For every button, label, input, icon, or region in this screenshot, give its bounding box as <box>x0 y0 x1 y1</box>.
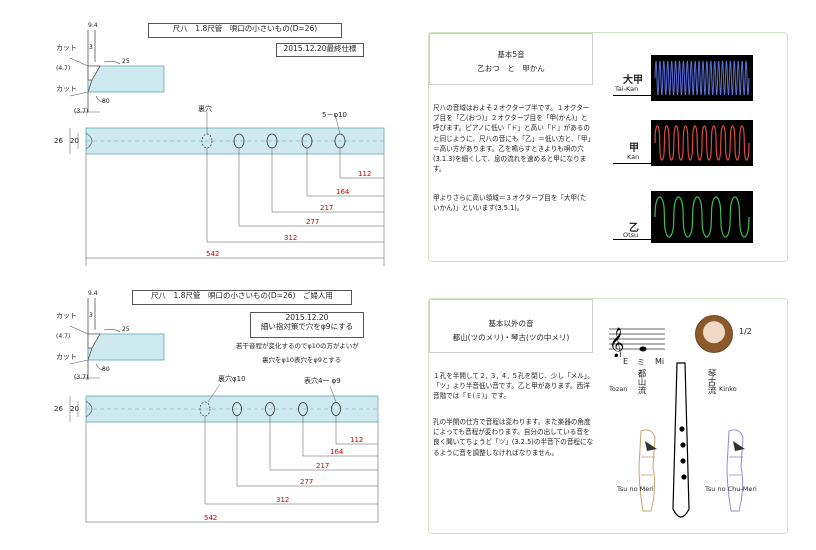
tsu-meri-label: Tsu no Meri <box>617 485 654 493</box>
bottom-title-box: 尺八 1.8尺管 唄口の小さいもの(D=26) ご婦人用 <box>132 290 352 305</box>
bottom-d217: 217 <box>316 462 330 470</box>
tozan-label: Tozan <box>609 385 628 393</box>
bottom-cut-top: カット <box>56 312 77 320</box>
panel2-para2: 孔の半開の仕方で音程は変わります。また楽器の角度によっても音程が変わります。自分… <box>433 418 594 457</box>
bottom-dim-47: (4.7) <box>56 333 71 340</box>
panel1-head-line1: 基本5音 <box>497 50 525 59</box>
panel2-head-line2: 都山(ツのメリ)・琴古(ツの中メリ) <box>452 333 570 342</box>
bottom-d312: 312 <box>276 496 290 504</box>
top-dia-26: 26 <box>54 137 63 145</box>
panel2-header: 基本以外の音 都山(ツのメリ)・琴古(ツの中メリ) <box>429 299 593 353</box>
top-cut-top: カット <box>56 44 77 52</box>
tsu-chu-meri-label: Tsu no Chu-Meri <box>705 485 757 493</box>
panel1-para2: 甲よりさらに高い領域＝３オクターブ目を「大甲(たいかん)」といいます(3.5.1… <box>433 194 587 213</box>
top-flute-drawing <box>69 30 385 266</box>
panel1-header: 基本5音 乙おつ と 甲かん <box>429 33 593 85</box>
wave3-roman: Otsu <box>623 231 639 239</box>
top-d164: 164 <box>336 188 350 196</box>
bottom-d542: 542 <box>204 514 218 522</box>
top-d542: 542 <box>206 250 220 258</box>
top-title-box: 尺八 1.8尺管 唄口の小さいもの(D=26) <box>148 23 342 38</box>
top-d277: 277 <box>306 218 320 226</box>
top-d312: 312 <box>284 234 298 242</box>
wave1-scope <box>651 55 753 101</box>
tozan-kanji: 都山流 <box>636 369 646 395</box>
note-e: E <box>623 357 629 366</box>
top-dim-47: (4.7) <box>56 65 71 72</box>
top-date-box: 2015.12.20最終仕様 <box>276 43 364 57</box>
bottom-d277: 277 <box>300 478 314 486</box>
top-cut-bottom: カット <box>56 85 77 93</box>
panel2: 基本以外の音 都山(ツのメリ)・琴古(ツの中メリ) １孔を半開して２, ３, ４… <box>428 298 788 534</box>
top-dim-94: 9.4 <box>88 22 98 29</box>
bottom-flute-drawing <box>69 298 379 523</box>
note-mi: Mi <box>655 357 665 366</box>
top-d112: 112 <box>358 170 372 178</box>
bottom-dim-3: 3 <box>89 312 93 319</box>
top-angle-80: 80 <box>102 98 110 105</box>
bottom-dim-94: 9.4 <box>88 290 98 297</box>
bottom-d164: 164 <box>330 448 344 456</box>
panel2-para1: １孔を半開して２, ３, ４, ５孔を閉じ、少し「メル」。「ツ」より半音低い音で… <box>433 372 594 401</box>
wave2-roman: Kan <box>627 153 640 161</box>
bottom-dia-20: 20 <box>70 405 79 413</box>
top-dim-3: 3 <box>89 44 93 51</box>
wave2-scope <box>651 120 753 166</box>
kinko-kanji: 琴古流 <box>706 369 716 395</box>
wave1-kanji: 大甲 <box>623 75 643 86</box>
shakuhachi-icon <box>672 362 690 518</box>
bottom-angle-80: 80 <box>102 366 110 373</box>
top-d217: 217 <box>320 204 334 212</box>
top-dim-37: (3.7) <box>74 108 89 115</box>
top-back-hole: 裏穴 <box>198 105 212 113</box>
top-angle-25: 25 <box>122 58 130 65</box>
bottom-note2: 裏穴をφ10表穴をφ9とする <box>262 356 342 364</box>
kinko-label: Kinko <box>719 385 737 393</box>
panel2-head-line1: 基本以外の音 <box>488 319 534 328</box>
bottom-dim-37: (3.7) <box>74 374 89 381</box>
wave1-roman: Tai-Kan <box>615 85 639 93</box>
panel1-head-line2: 乙おつ と 甲かん <box>477 64 545 73</box>
bottom-note1: 若干音程が変化するのでφ10の方がよいが <box>236 342 359 350</box>
bottom-dia-26: 26 <box>54 405 63 413</box>
treble-clef-icon: 𝄞 <box>609 327 624 357</box>
bottom-date-box: 2015.12.20 細い指対策で穴をφ9にする <box>250 312 364 338</box>
bottom-date-line2: 細い指対策で穴をφ9にする <box>260 322 354 332</box>
panel1: 基本5音 乙おつ と 甲かん 尺八の音域はおよそ２オクターブ半です。１オクターブ… <box>428 32 788 262</box>
finger-hole-photo <box>695 315 733 353</box>
wave2-kanji: 甲 <box>629 143 639 154</box>
bottom-back-hole: 裏穴φ10 <box>218 375 246 383</box>
panel1-para1: 尺八の音域はおよそ２オクターブ半です。１オクターブ目を「乙(おつ)」２オクターブ… <box>433 104 591 174</box>
bottom-cut-bottom: カット <box>56 353 77 361</box>
top-dia-20: 20 <box>70 137 79 145</box>
bottom-angle-25: 25 <box>122 326 130 333</box>
fraction: 1/2 <box>739 327 752 336</box>
note-mi-kana: ミ <box>637 358 645 367</box>
top-holes-label: 5－φ10 <box>322 111 347 119</box>
kinko-hand-icon <box>726 429 745 512</box>
bottom-d112: 112 <box>350 436 364 444</box>
bottom-date-line1: 2015.12.20 <box>285 313 329 322</box>
wave3-scope <box>651 191 753 243</box>
wave3-kanji: 乙 <box>629 223 639 234</box>
tozan-hand-icon <box>638 429 657 512</box>
staff-notation: 𝄞 <box>609 327 665 357</box>
bottom-holes-label: 表穴4ー φ9 <box>304 377 341 385</box>
